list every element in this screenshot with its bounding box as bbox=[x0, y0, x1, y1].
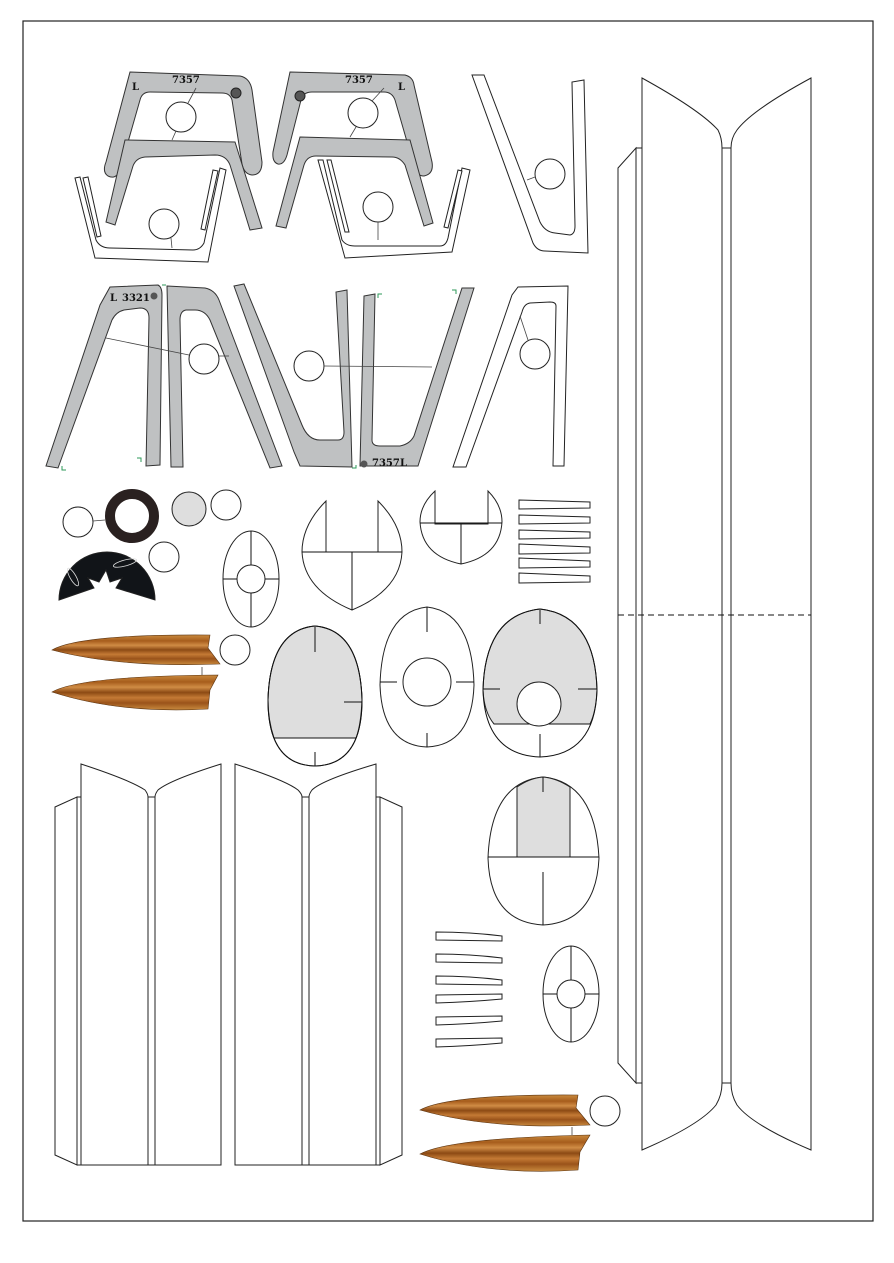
frame-number-label: 7357 bbox=[345, 75, 373, 86]
propeller-blades-bottom bbox=[419, 1094, 621, 1172]
emblem-icon bbox=[294, 90, 306, 102]
glue-circle bbox=[534, 158, 566, 190]
former-egg-ring bbox=[379, 606, 475, 748]
glue-circle bbox=[347, 97, 379, 129]
wing-panel-left bbox=[54, 763, 222, 1166]
glue-circle bbox=[165, 101, 197, 133]
propeller-blades-top bbox=[51, 634, 251, 711]
frame-part-side bbox=[471, 74, 589, 254]
glue-circle bbox=[62, 506, 94, 538]
emblem-icon bbox=[230, 87, 242, 99]
strut-part-side bbox=[452, 285, 569, 468]
glue-circle bbox=[210, 489, 242, 521]
wing-panel-right bbox=[234, 763, 403, 1166]
former-cutout-large bbox=[301, 499, 403, 611]
former-egg-lower bbox=[487, 776, 600, 926]
page-border bbox=[22, 20, 874, 1222]
stringer-strips-bottom bbox=[435, 931, 503, 1048]
stringer-strips-top bbox=[518, 499, 591, 584]
emblem-icon bbox=[360, 460, 368, 468]
glue-circle bbox=[519, 338, 551, 370]
strut-number-label: 3321 bbox=[122, 293, 150, 304]
frame-number-label: 7357 bbox=[172, 75, 200, 86]
glue-circle bbox=[148, 208, 180, 240]
glue-circle bbox=[219, 634, 251, 666]
former-cutout-small bbox=[419, 489, 503, 565]
strut-part-left: 3321 L bbox=[45, 284, 283, 471]
former-oval-small bbox=[222, 530, 280, 628]
strut-part-right: 7357 L bbox=[233, 283, 475, 469]
wheel-parts bbox=[58, 489, 242, 601]
tire-ring bbox=[105, 489, 159, 543]
glue-circle bbox=[188, 343, 220, 375]
hub-disc bbox=[171, 491, 207, 527]
former-egg-gray-left bbox=[267, 625, 363, 767]
strut-number-label: 7357 bbox=[372, 458, 400, 469]
frame-part-top-right: 7357 L bbox=[272, 71, 471, 259]
former-egg-gray-right bbox=[482, 608, 598, 758]
strut-letter-label: L bbox=[400, 458, 407, 469]
frame-part-top-left: 7357 L bbox=[74, 71, 263, 263]
frame-letter-label: L bbox=[398, 82, 405, 93]
wing-panel-large bbox=[617, 77, 812, 1151]
glue-circle bbox=[148, 541, 180, 573]
cowling-half-disc bbox=[58, 551, 156, 601]
glue-circle bbox=[293, 350, 325, 382]
former-oval-lower bbox=[542, 945, 600, 1043]
frame-letter-label: L bbox=[132, 82, 139, 93]
glue-circle bbox=[589, 1095, 621, 1127]
strut-letter-label: L bbox=[110, 293, 117, 304]
glue-circle bbox=[362, 191, 394, 223]
emblem-icon bbox=[150, 292, 158, 300]
